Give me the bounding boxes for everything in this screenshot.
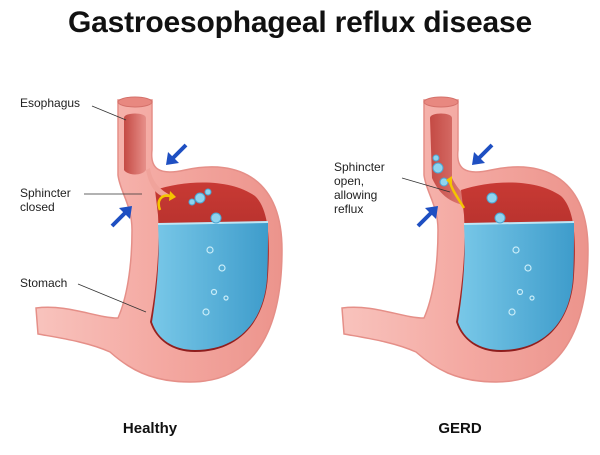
healthy-pressure-arrow-top (166, 143, 188, 165)
diagram-title: Gastroesophageal reflux disease (67, 6, 532, 39)
gerd-sphincter-label: Sphincter open, allowing reflux (334, 160, 385, 216)
healthy-esophagus-lumen (124, 113, 146, 175)
gerd-caption: GERD (438, 420, 482, 437)
healthy-stomach-acid (152, 222, 268, 350)
esophagus-leader-line (91, 105, 127, 121)
gerd-sphincter-leader-line (401, 177, 451, 193)
healthy-caption: Healthy (122, 420, 178, 437)
healthy-sphincter (146, 168, 172, 197)
gerd-esophagus-opening (423, 96, 459, 108)
healthy-stomach (35, 96, 283, 383)
gerd-sphincter-label-line1: Sphincter (334, 160, 385, 174)
healthy-gas-arrow (157, 194, 171, 211)
gerd-stomach (341, 96, 589, 383)
gerd-pressure-arrow-bottom (416, 206, 438, 228)
healthy-sphincter-label-line2: closed (20, 200, 55, 214)
gerd-sphincter-label-line4: reflux (334, 202, 364, 216)
healthy-sphincter-label-line1: Sphincter (20, 186, 71, 200)
healthy-sphincter-label: Sphincter closed (20, 186, 71, 214)
healthy-esophagus-opening (117, 96, 153, 108)
gerd-pressure-arrow-top (472, 143, 494, 165)
gerd-sphincter-label-line2: open, (334, 174, 365, 188)
gerd-stomach-acid (458, 222, 574, 350)
stomach-label: Stomach (20, 276, 68, 290)
stomach-leader-line (77, 283, 147, 313)
healthy-pressure-arrow-bottom (110, 206, 132, 228)
gerd-sphincter-label-line3: allowing (334, 188, 378, 202)
esophagus-label: Esophagus (20, 96, 81, 110)
